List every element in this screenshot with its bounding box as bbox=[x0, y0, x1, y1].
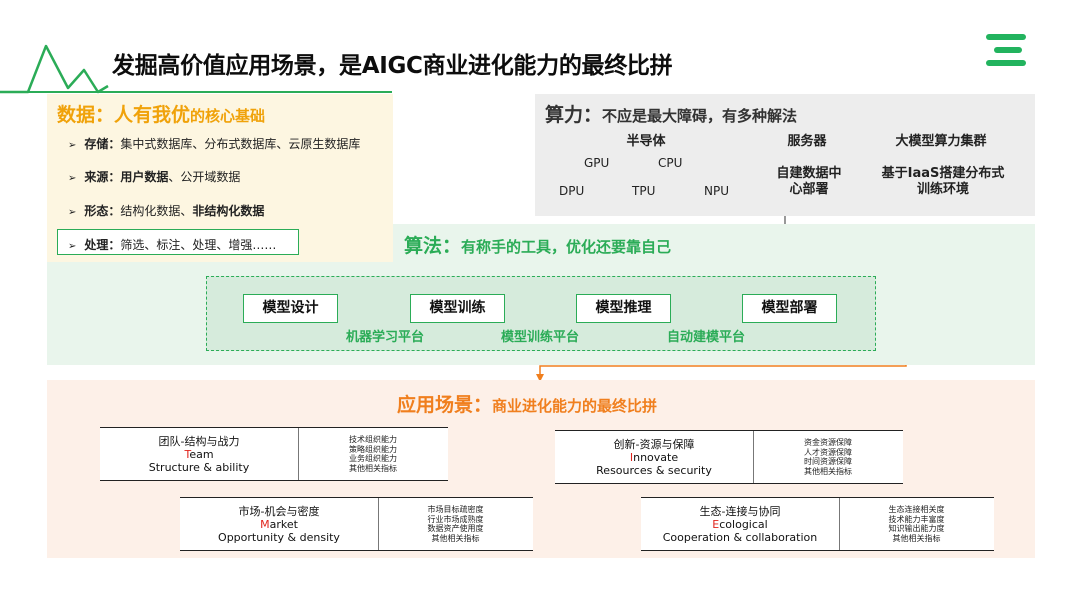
card-innovate-title: 创新-资源与保障 Innovate Resources & security bbox=[555, 431, 754, 483]
data-item-processing: ➢处理：筛选、标注、处理、增强…… bbox=[68, 238, 277, 252]
application-heading: 应用场景：商业进化能力的最终比拼 bbox=[397, 394, 658, 416]
step-model-inference: 模型推理 bbox=[576, 294, 671, 323]
chip-npu: NPU bbox=[704, 184, 729, 198]
page-title: 发掘高价值应用场景，是AIGC商业进化能力的最终比拼 bbox=[112, 53, 673, 79]
platform-automl: 自动建模平台 bbox=[667, 330, 746, 345]
logo-bar-middle bbox=[994, 47, 1022, 53]
platform-ml: 机器学习平台 bbox=[346, 330, 425, 345]
processing-highlight-box bbox=[57, 229, 299, 255]
step-model-deployment: 模型部署 bbox=[742, 294, 837, 323]
compute-heading: 算力：不应是最大障碍，有多种解法 bbox=[545, 104, 798, 126]
cluster-label: 大模型算力集群 bbox=[895, 134, 987, 149]
card-innovate-metrics: 资金资源保障 人才资源保障 时间资源保障 其他相关指标 bbox=[804, 438, 852, 476]
bullet-arrow-icon: ➢ bbox=[68, 140, 77, 151]
card-team: 团队-结构与战力 Team Structure & ability 技术组织能力… bbox=[100, 427, 448, 481]
chip-tpu: TPU bbox=[632, 184, 656, 198]
card-ecological-title: 生态-连接与协同 Ecological Cooperation & collab… bbox=[641, 498, 840, 550]
bullet-arrow-icon: ➢ bbox=[68, 241, 77, 252]
arrowhead bbox=[536, 374, 544, 382]
header-zigzag-icon bbox=[0, 44, 109, 94]
logo-bar-top bbox=[986, 34, 1026, 40]
data-item-storage: ➢存储：集中式数据库、分布式数据库、云原生数据库 bbox=[68, 137, 361, 151]
card-market-title: 市场-机会与密度 Market Opportunity & density bbox=[180, 498, 379, 550]
data-item-form: ➢形态：结构化数据、非结构化数据 bbox=[68, 204, 265, 218]
cluster-detail: 基于IaaS搭建分布式训练环境 bbox=[881, 166, 1005, 197]
platform-training: 模型训练平台 bbox=[501, 330, 580, 345]
compute-panel bbox=[535, 94, 1035, 216]
logo-bar-bottom bbox=[986, 60, 1026, 66]
chip-cpu: CPU bbox=[658, 156, 683, 170]
step-model-design: 模型设计 bbox=[243, 294, 338, 323]
bullet-arrow-icon: ➢ bbox=[68, 207, 77, 218]
card-market: 市场-机会与密度 Market Opportunity & density 市场… bbox=[180, 497, 533, 551]
semiconductor-label: 半导体 bbox=[626, 134, 666, 149]
card-market-metrics: 市场目标疏密度 行业市场成熟度 数据资产使用度 其他相关指标 bbox=[427, 505, 484, 543]
card-team-title: 团队-结构与战力 Team Structure & ability bbox=[100, 428, 299, 480]
card-ecological: 生态-连接与协同 Ecological Cooperation & collab… bbox=[641, 497, 994, 551]
card-team-metrics: 技术组织能力 策略组织能力 业务组织能力 其他相关指标 bbox=[349, 435, 397, 473]
chip-gpu: GPU bbox=[584, 156, 610, 170]
card-innovate: 创新-资源与保障 Innovate Resources & security 资… bbox=[555, 430, 903, 484]
data-heading: 数据：人有我优的核心基础 bbox=[57, 104, 266, 126]
bullet-arrow-icon: ➢ bbox=[68, 173, 77, 184]
server-label: 服务器 bbox=[787, 134, 827, 149]
step-model-training: 模型训练 bbox=[410, 294, 505, 323]
chip-dpu: DPU bbox=[559, 184, 585, 198]
server-detail: 自建数据中心部署 bbox=[776, 166, 842, 197]
data-item-source: ➢来源：用户数据、公开域数据 bbox=[68, 170, 241, 184]
algorithm-heading: 算法：有称手的工具，优化还要靠自己 bbox=[404, 235, 672, 257]
card-ecological-metrics: 生态连接相关度 技术能力丰富度 知识输出能力度 其他相关指标 bbox=[888, 505, 945, 543]
